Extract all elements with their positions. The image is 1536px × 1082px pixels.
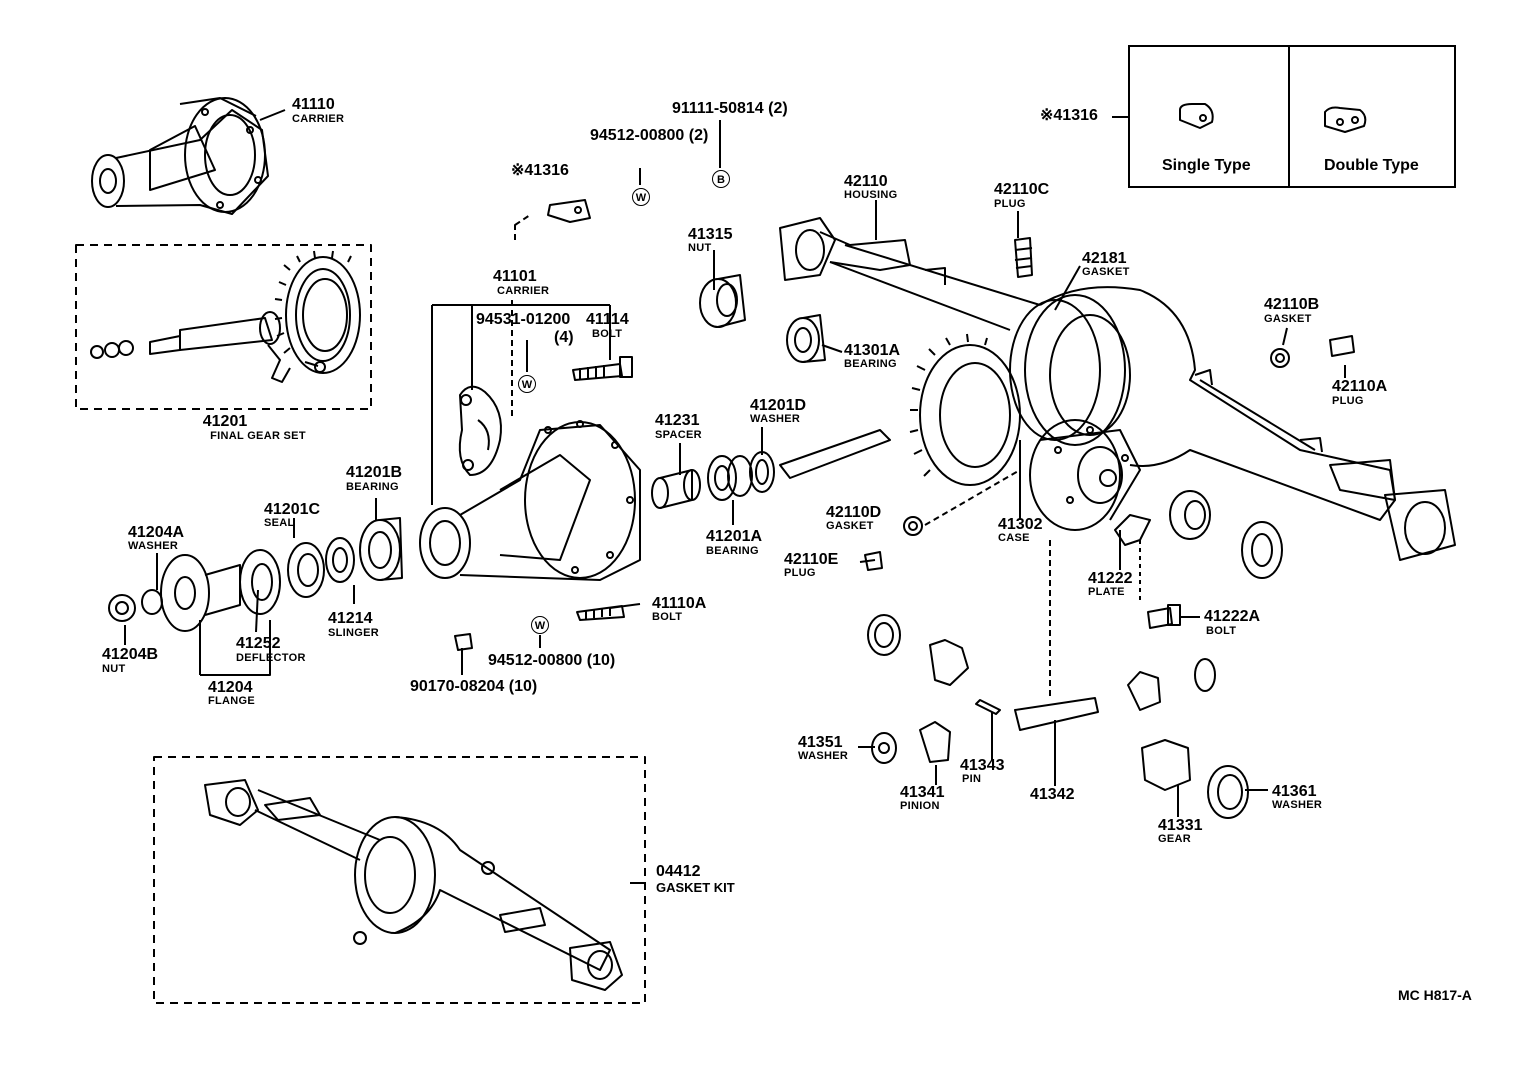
part-name-41222: PLATE <box>1088 586 1125 598</box>
part-name-41201: FINAL GEAR SET <box>210 430 306 442</box>
part-number-41201a: 41201A <box>706 528 763 545</box>
part-number-04412: 04412 <box>656 863 701 880</box>
part-number-41342: 41342 <box>1030 786 1075 803</box>
part-number-41114: 41114 <box>586 311 629 328</box>
gasket-kit-drawing <box>204 779 623 991</box>
w-marker: W <box>531 616 549 634</box>
part-number-41110a: 41110A <box>652 595 707 612</box>
part-name-42110: HOUSING <box>844 189 898 201</box>
part-name-41331: GEAR <box>1158 833 1191 845</box>
part-number-42110a: 42110A <box>1332 378 1388 395</box>
part-number-41231: 41231 <box>655 412 700 429</box>
part-number-42110b: 42110B <box>1264 296 1320 313</box>
part-name-41110: CARRIER <box>292 113 345 125</box>
part-name-04412: GASKET KIT <box>656 880 735 895</box>
part-name-41351: WASHER <box>798 750 849 762</box>
legend-part-number: ※41316 <box>1040 107 1098 124</box>
part-number-41204: 41204 <box>208 679 253 696</box>
part-name-41201b: BEARING <box>346 481 399 493</box>
part-number-41341: 41341 <box>900 784 945 801</box>
part-number-41361: 41361 <box>1272 783 1317 800</box>
part-number-41201b: 41201B <box>346 464 403 481</box>
carrier-assembly-drawing <box>91 97 269 215</box>
part-name-41204a: WASHER <box>128 540 179 552</box>
part-number-42110: 42110 <box>844 173 888 190</box>
part-number-41351: 41351 <box>798 734 843 751</box>
part-number-41315: 41315 <box>688 226 733 243</box>
part-number-41110: 41110 <box>292 96 335 113</box>
part-number-41201d: 41201D <box>750 397 807 414</box>
part-number-94531-01200: 94531-01200 <box>476 311 571 328</box>
part-name-41201d: WASHER <box>750 413 801 425</box>
part-number-41343: 41343 <box>960 757 1005 774</box>
part-name-41343: PIN <box>962 773 982 785</box>
part-name-42110d: GASKET <box>826 520 874 532</box>
part-number-41301a: 41301A <box>844 342 901 359</box>
part-number-42110e: 42110E <box>784 551 839 568</box>
part-number-94512-00800: 94512-00800 (2) <box>590 127 709 144</box>
part-number-41101: 41101 <box>493 268 537 285</box>
part-number-41252: 41252 <box>236 635 281 652</box>
part-name-42181: GASKET <box>1082 266 1130 278</box>
part-number-41331: 41331 <box>1158 817 1203 834</box>
legend-single-type: Single Type <box>1162 157 1251 174</box>
part-number-41316: ※41316 <box>511 162 569 179</box>
part-number-41204a: 41204A <box>128 524 185 541</box>
part-name-41101: CARRIER <box>497 285 550 297</box>
part-number-94512-00800-10: 94512-00800 (10) <box>488 652 616 669</box>
part-number-42110d: 42110D <box>826 504 882 521</box>
part-name-42110b: GASKET <box>1264 313 1312 325</box>
part-name-41222a: BOLT <box>1206 625 1237 637</box>
final-gear-set-drawing <box>90 250 361 383</box>
part-name-41302: CASE <box>998 532 1030 544</box>
part-number-41302: 41302 <box>998 516 1043 533</box>
part-name-41341: PINION <box>900 800 940 812</box>
part-number-42110c: 42110C <box>994 181 1050 198</box>
axle-housing-drawing <box>779 217 1456 561</box>
part-name-41214: SLINGER <box>328 627 379 639</box>
part-name-42110e: PLUG <box>784 567 816 579</box>
w-marker: W <box>632 188 650 206</box>
part-number-41201: 41201 <box>202 413 248 430</box>
part-name-41301a: BEARING <box>844 358 897 370</box>
part-number-41214: 41214 <box>328 610 373 627</box>
part-name-41361: WASHER <box>1272 799 1323 811</box>
part-number-41222: 41222 <box>1088 570 1133 587</box>
part-name-42110a: PLUG <box>1332 395 1364 407</box>
legend-double-type: Double Type <box>1324 157 1419 174</box>
part-number-42181: 42181 <box>1082 250 1127 267</box>
part-number-90170-08204: 90170-08204 (10) <box>410 678 538 695</box>
part-name-41315: NUT <box>688 242 712 254</box>
part-name-41231: SPACER <box>655 429 702 441</box>
drawing-code: MC H817-A <box>1398 987 1472 1003</box>
b-marker: B <box>712 170 730 188</box>
part-name-41110a: BOLT <box>652 611 683 623</box>
part-name-41252: DEFLECTOR <box>236 652 306 664</box>
part-number-41201c: 41201C <box>264 501 321 518</box>
part-name-41201a: BEARING <box>706 545 759 557</box>
part-number-91111-50814: 91111-50814 (2) <box>672 100 788 117</box>
part-name-41204b: NUT <box>102 663 126 675</box>
part-name-41201c: SEAL <box>264 517 295 529</box>
clip-type-legend: Single Type Double Type <box>1128 45 1456 188</box>
part-name-42110c: PLUG <box>994 198 1026 210</box>
w-marker: W <box>518 375 536 393</box>
legend-divider <box>1288 47 1290 186</box>
part-name-41114: BOLT <box>592 328 623 340</box>
part-number-41222a: 41222A <box>1204 608 1261 625</box>
part-quantity-94531-01200: (4) <box>554 329 574 346</box>
part-name-41204: FLANGE <box>208 695 256 707</box>
carrier-housing-drawing <box>419 420 641 581</box>
part-number-41204b: 41204B <box>102 646 159 663</box>
